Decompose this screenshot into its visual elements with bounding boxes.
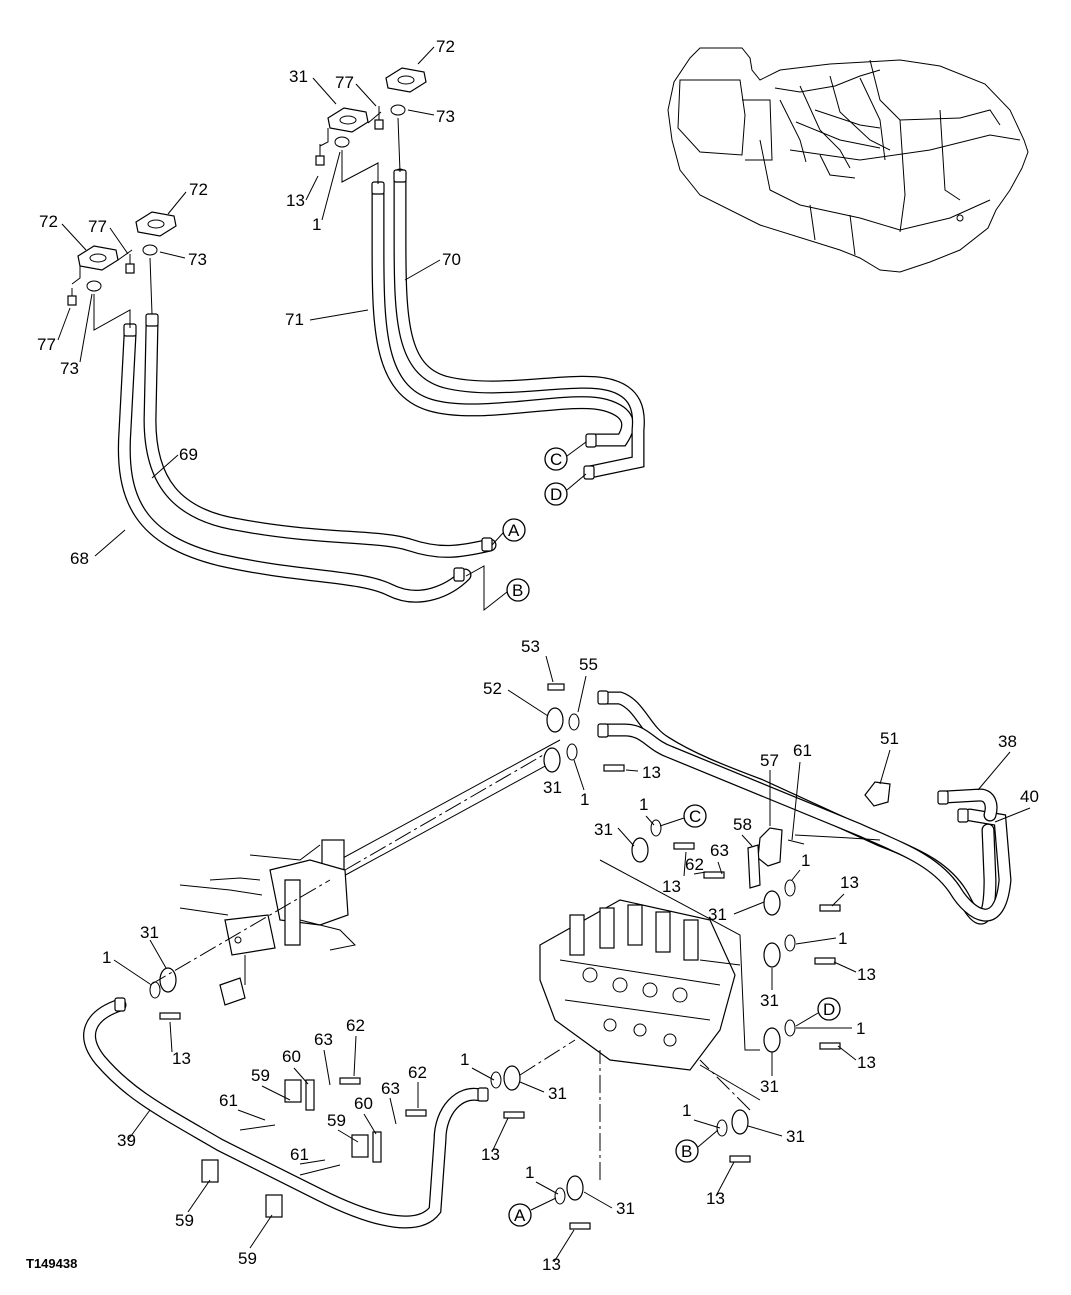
callout-13: 13	[840, 873, 859, 892]
callout-31: 31	[760, 1077, 779, 1096]
callout-13: 13	[286, 191, 305, 210]
upper-tube-run	[597, 690, 1012, 925]
leader-lines	[57, 46, 1031, 1263]
callout-77: 77	[37, 335, 56, 354]
callout-63: 63	[710, 841, 729, 860]
callout-13: 13	[172, 1049, 191, 1068]
callout-1: 1	[682, 1101, 691, 1120]
callout-63: 63	[381, 1079, 400, 1098]
connection-C: C	[550, 450, 562, 469]
callout-61: 61	[793, 741, 812, 760]
hose-assembly-68-69	[117, 313, 497, 603]
callout-1: 1	[838, 929, 847, 948]
callout-13: 13	[642, 763, 661, 782]
callout-13: 13	[857, 965, 876, 984]
connection-C: C	[689, 807, 701, 826]
bolts	[159, 683, 841, 1230]
callout-77: 77	[88, 217, 107, 236]
callout-58: 58	[733, 815, 752, 834]
hose-assembly-70-71	[371, 168, 645, 480]
callout-13: 13	[662, 877, 681, 896]
callout-57: 57	[760, 751, 779, 770]
callout-31: 31	[760, 991, 779, 1010]
callout-62: 62	[408, 1063, 427, 1082]
connection-B: B	[512, 581, 523, 600]
callout-53: 53	[521, 637, 540, 656]
callout-1: 1	[856, 1019, 865, 1038]
callout-13: 13	[481, 1145, 500, 1164]
connection-D: D	[823, 1000, 835, 1019]
callout-13: 13	[542, 1255, 561, 1274]
callout-31: 31	[786, 1127, 805, 1146]
callout-73: 73	[436, 107, 455, 126]
callout-62: 62	[685, 855, 704, 874]
callout-73: 73	[188, 250, 207, 269]
callout-1: 1	[639, 795, 648, 814]
callout-40: 40	[1020, 787, 1039, 806]
callout-68: 68	[70, 549, 89, 568]
callout-59: 59	[327, 1111, 346, 1130]
connection-B: B	[681, 1142, 692, 1161]
drawing-id: T149438	[26, 1256, 77, 1271]
callout-59: 59	[251, 1066, 270, 1085]
callout-63: 63	[314, 1030, 333, 1049]
callout-72: 72	[189, 180, 208, 199]
callout-31: 31	[708, 905, 727, 924]
machine-overview-inset	[667, 47, 1029, 273]
clamp-hardware-upper-middle	[315, 67, 427, 184]
callout-69: 69	[179, 445, 198, 464]
callout-77: 77	[335, 73, 354, 92]
callout-31: 31	[543, 778, 562, 797]
callout-1: 1	[312, 215, 321, 234]
callout-31: 31	[548, 1084, 567, 1103]
callout-59: 59	[238, 1249, 257, 1268]
callout-70: 70	[442, 250, 461, 269]
connection-D: D	[550, 485, 562, 504]
callout-labels: 72 31 77 73 13 1 70 71 72 72 77 73 77 73…	[26, 37, 1039, 1274]
callout-55: 55	[579, 655, 598, 674]
callout-13: 13	[857, 1053, 876, 1072]
pump-bracket-area	[179, 739, 561, 1006]
connection-A: A	[508, 521, 520, 540]
callout-73: 73	[60, 359, 79, 378]
callout-1: 1	[102, 948, 111, 967]
callout-60: 60	[354, 1094, 373, 1113]
clamp-hardware-left	[67, 211, 177, 331]
lower-tube-39	[83, 997, 489, 1229]
callout-31: 31	[616, 1199, 635, 1218]
control-valve	[539, 899, 736, 1071]
callout-1: 1	[580, 790, 589, 809]
connection-markers: C D A B C D B A	[465, 441, 841, 1227]
callout-62: 62	[346, 1016, 365, 1035]
callout-61: 61	[290, 1145, 309, 1164]
callout-31: 31	[594, 820, 613, 839]
callout-72: 72	[436, 37, 455, 56]
connection-A: A	[514, 1206, 526, 1225]
callout-71: 71	[285, 310, 304, 329]
callout-38: 38	[998, 732, 1017, 751]
callout-31: 31	[140, 923, 159, 942]
callout-1: 1	[460, 1050, 469, 1069]
callout-1: 1	[525, 1163, 534, 1182]
callout-1: 1	[801, 851, 810, 870]
callout-52: 52	[483, 679, 502, 698]
callout-59: 59	[175, 1211, 194, 1230]
callout-31: 31	[289, 67, 308, 86]
callout-13: 13	[706, 1189, 725, 1208]
callout-61: 61	[219, 1091, 238, 1110]
callout-72: 72	[39, 212, 58, 231]
callout-60: 60	[282, 1047, 301, 1066]
flange-set	[149, 707, 881, 1205]
callout-51: 51	[880, 729, 899, 748]
